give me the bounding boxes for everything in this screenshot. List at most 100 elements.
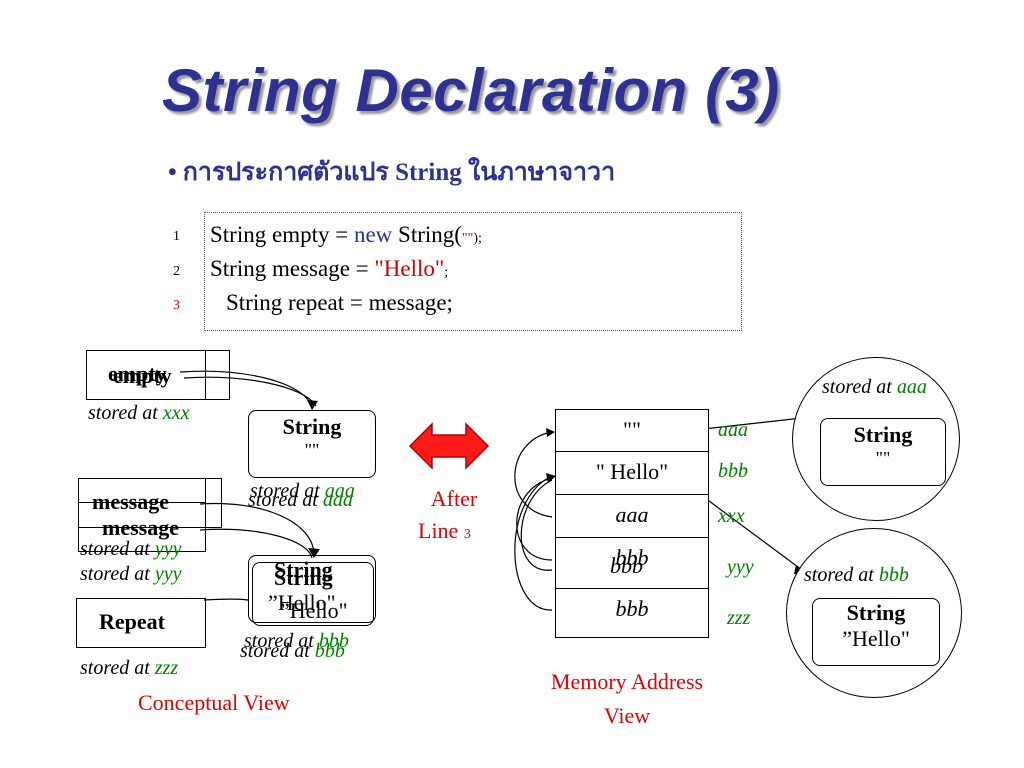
message-stored-address: yyy (154, 538, 182, 560)
message-stored-text: stored at (80, 538, 155, 560)
bullet-text-word: String (395, 159, 462, 186)
top-circle-string-value: "" (875, 448, 891, 468)
top-circle-string-type: String (853, 422, 913, 447)
code-line-1-part2: String( (392, 222, 462, 247)
after-line-text: Line (418, 518, 464, 543)
memory-view-caption-line2: View (603, 703, 651, 728)
after-line-label: Line 3 (418, 518, 471, 544)
code-line-1-part1: String empty = (210, 222, 354, 247)
line-number-2: 2 (173, 264, 180, 279)
memory-curve-aaa (514, 431, 553, 518)
empty-variable-box (86, 350, 206, 400)
string-hello-object (248, 555, 376, 623)
string-empty-object: String "" (248, 410, 376, 478)
bullet-text-after: ในภาษาจาวา (461, 159, 616, 186)
string-hello-stored-label: stored at bbb (244, 630, 349, 653)
string-empty-value: "" (304, 440, 320, 460)
string-hello-type-shadow: String (274, 565, 333, 590)
arrow-message-to-hello (199, 502, 315, 553)
repeat-stored-text: stored at (80, 657, 155, 679)
string-hello-value-shadow: ”Hello" (280, 598, 348, 623)
line-number-3: 3 (173, 298, 180, 313)
memory-curve-bbb-1 (516, 477, 553, 561)
empty-stored-address: xxx (162, 402, 190, 424)
bottom-circle-stored-label: stored at bbb (804, 564, 909, 587)
top-circle-stored-address: aaa (896, 376, 927, 398)
empty-variable-label: empty (108, 361, 167, 386)
code-line-1-end: ); (473, 231, 482, 246)
after-label: After (430, 486, 478, 511)
repeat-stored-address: zzz (154, 657, 179, 679)
line-number-1: 1 (173, 229, 180, 244)
after-double-arrow (408, 422, 490, 470)
memory-cell-4-shadow: bbb (610, 553, 643, 578)
message-stored-address-2: yyy (154, 563, 182, 585)
arrow-empty-to-string (179, 370, 313, 407)
bottom-circle-string-object: String ”Hello" (812, 598, 940, 666)
slide-title: String Declaration (3) (162, 57, 780, 124)
string-hello-stored-label-shadow: stored at bbb (240, 640, 345, 663)
message-variable-box-shadow (78, 502, 206, 552)
message-stored-text-2: stored at (80, 563, 155, 585)
arrowhead-curve-bbb (546, 473, 556, 483)
top-circle-stored-label: stored at aaa (822, 376, 927, 399)
arrow-message-to-hello-shadow (199, 528, 313, 559)
after-line-number: 3 (463, 527, 471, 542)
string-hello-type: String (274, 557, 333, 582)
memory-cell-2: " Hello" (555, 452, 709, 495)
string-empty-stored-text-shadow: stored at (248, 489, 323, 511)
bullet-marker: • (168, 159, 177, 186)
bottom-circle-string-value: ”Hello" (842, 626, 910, 651)
bottom-circle-string-type: String (846, 600, 906, 625)
string-empty-stored-address: aaa (324, 480, 355, 502)
top-circle-string-object: String "" (820, 418, 946, 486)
memory-cell-3: aaa (555, 495, 709, 538)
empty-stored-text: stored at (88, 402, 163, 424)
string-hello-stored-text-shadow: stored at (240, 640, 315, 662)
message-variable-label-shadow: message (102, 515, 179, 540)
string-hello-object-shadow (252, 562, 374, 626)
string-hello-stored-address-shadow: bbb (314, 640, 345, 662)
memory-cell-5: bbb (555, 589, 709, 638)
string-empty-stored-label: stored at aaa (250, 480, 355, 503)
arrow-empty-to-string-shadow (183, 376, 317, 407)
memory-view-caption: Memory Address View (520, 665, 734, 733)
code-line-1: String empty = new String(""); (210, 222, 482, 248)
string-hello-stored-address: bbb (318, 630, 349, 652)
arrow-repeat-to-hello (203, 598, 249, 601)
arrowhead-message (308, 548, 320, 558)
string-hello-stored-text: stored at (244, 630, 319, 652)
memory-curve-bbb-2 (520, 479, 553, 571)
repeat-variable-label: Repeat (99, 609, 165, 634)
repeat-stored-label: stored at zzz (80, 657, 178, 680)
arrowhead-empty (307, 400, 318, 410)
code-line-2-end: ; (444, 265, 449, 280)
repeat-variable-box (76, 598, 206, 648)
string-empty-stored-address-shadow: aaa (322, 489, 353, 511)
memory-curve-bbb-3 (514, 475, 553, 611)
string-empty-type: String (282, 414, 342, 439)
empty-stored-label: stored at xxx (88, 402, 189, 425)
memory-cell-1: "" (555, 409, 709, 452)
bullet-point: •การประกาศตัวแปร String ในภาษาจาวา (168, 152, 615, 192)
string-empty-stored-text: stored at (250, 480, 325, 502)
top-circle-stored-text: stored at (822, 376, 897, 398)
string-empty-stored-label-shadow: stored at aaa (248, 489, 353, 512)
arrowhead-curve-aaa (546, 428, 555, 437)
code-line-2: String message = "Hello"; (210, 256, 448, 282)
bullet-text-before: การประกาศตัวแปร (182, 159, 396, 186)
memory-view-caption-line1: Memory Address (550, 669, 704, 694)
memory-address-1: aaa (718, 419, 748, 441)
message-stored-label-2: stored at yyy (80, 563, 181, 586)
bottom-circle-stored-address: bbb (878, 564, 909, 586)
code-line-1-string: "" (461, 231, 474, 246)
memory-address-2: bbb (718, 460, 748, 482)
message-stored-label: stored at yyy (80, 538, 181, 561)
code-line-2-string: "Hello" (374, 256, 445, 281)
message-variable-box (78, 478, 206, 528)
empty-variable-label-shadow: empty (113, 363, 172, 388)
memory-cell-4: bbb (555, 538, 709, 589)
code-line-3: String repeat = message; (226, 290, 453, 316)
string-hello-value: ”Hello" (268, 590, 336, 615)
memory-address-4: yyy (727, 556, 754, 578)
